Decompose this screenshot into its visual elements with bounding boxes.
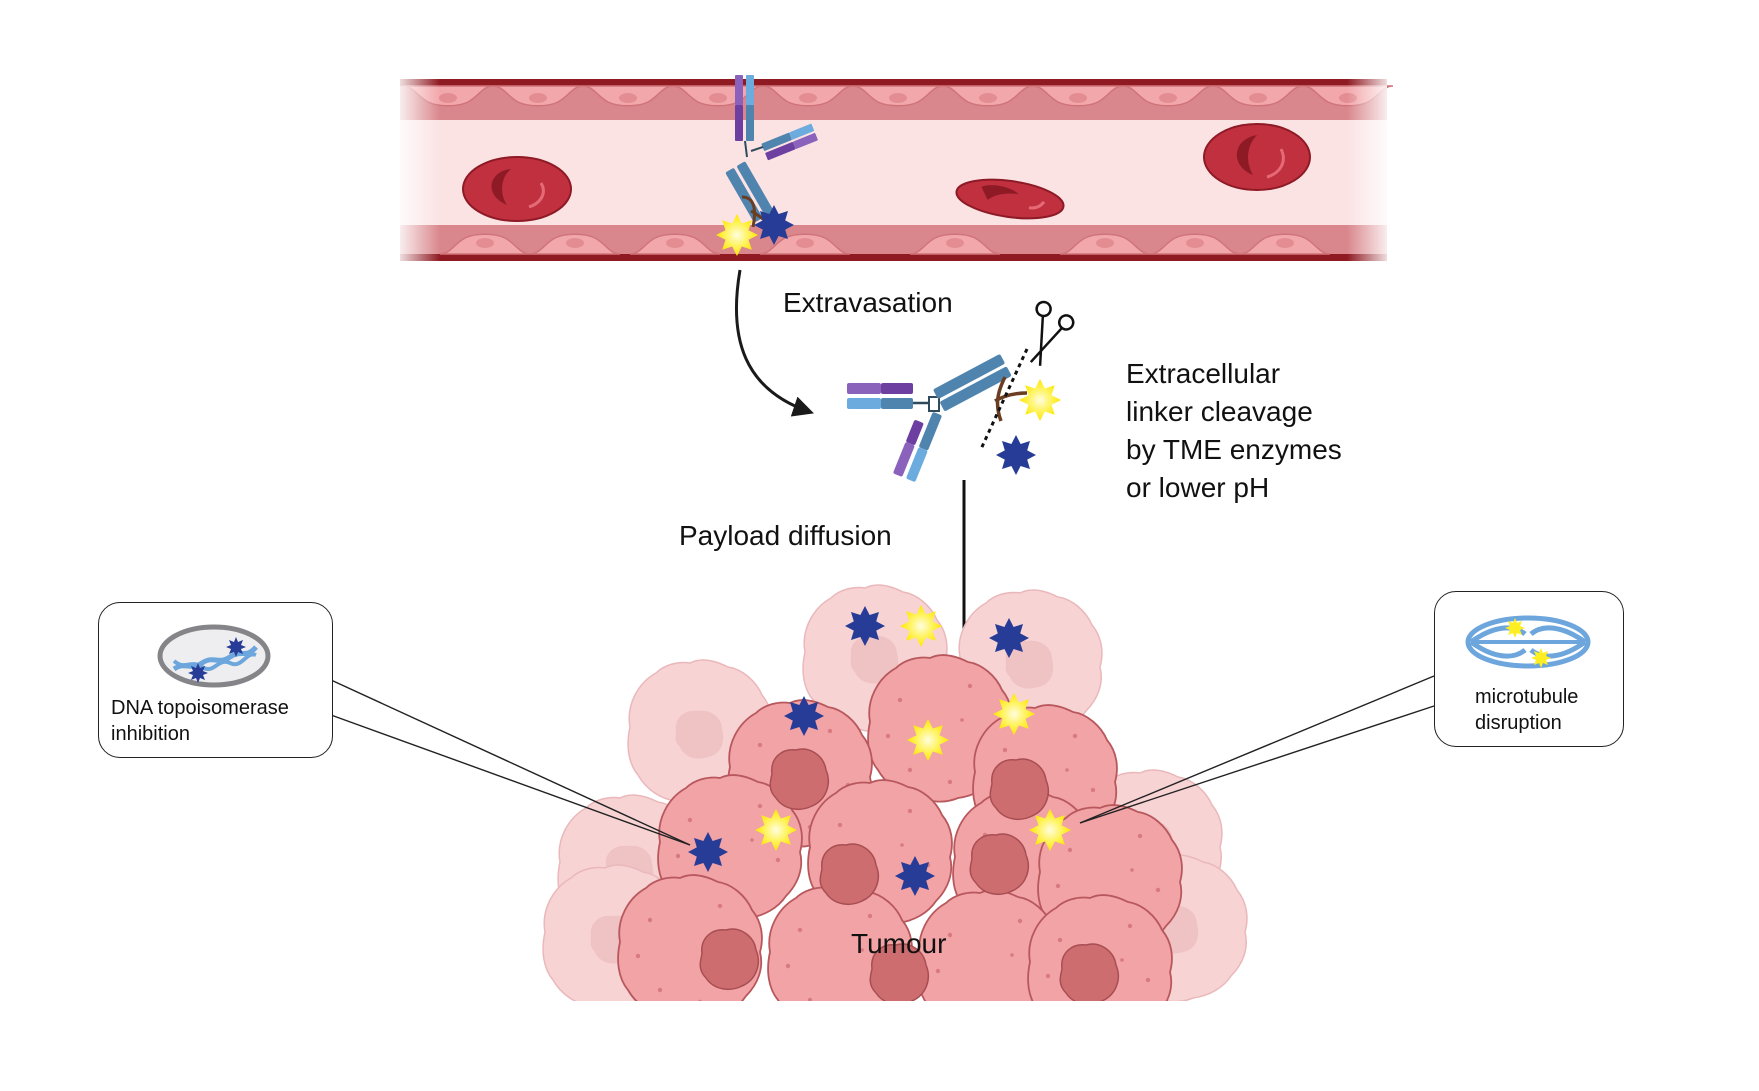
callout-microtubule: microtubule disruption <box>1434 591 1624 747</box>
callout-pointer-left <box>330 679 691 846</box>
blue-star-payload-icon <box>895 856 935 896</box>
tumour-label: Tumour <box>851 928 947 959</box>
dna-nucleus-icon <box>157 624 271 688</box>
callout-left-text: DNA topoisomerase inhibition <box>111 695 289 747</box>
yellow-star-payload-icon <box>755 809 797 851</box>
linker-cleavage-line-2: linker cleavage <box>1126 396 1313 427</box>
antibody-drug-conjugate-icon <box>847 348 1029 482</box>
yellow-star-payload-icon <box>1019 379 1061 421</box>
blue-star-payload-icon <box>688 832 728 872</box>
callout-right-text: microtubule disruption <box>1475 684 1578 736</box>
blue-star-payload-icon <box>754 205 794 245</box>
linker-cleavage-line-3: by TME enzymes <box>1126 434 1342 465</box>
callout-right-line-1: microtubule <box>1475 686 1579 708</box>
tumour-mass <box>540 584 1260 1091</box>
yellow-star-payload-icon <box>716 214 758 256</box>
extravasation-label: Extravasation <box>783 287 953 318</box>
linker-cleavage-line-4: or lower pH <box>1126 472 1270 503</box>
blue-star-payload-icon <box>845 606 885 646</box>
yellow-star-payload-icon <box>993 693 1035 735</box>
yellow-star-payload-icon <box>907 719 949 761</box>
callout-pointer-right <box>1079 675 1435 824</box>
antibody-drug-conjugate-icon <box>725 75 818 228</box>
linker-cleavage-line-1: Extracellular <box>1126 358 1281 389</box>
linker-cleavage-label: Extracellular linker cleavage by TME enz… <box>1126 355 1342 507</box>
payload-diffusion-label: Payload diffusion <box>679 520 892 551</box>
red-blood-cell-icon <box>1203 123 1311 191</box>
yellow-star-payload-icon <box>900 605 942 647</box>
blue-star-payload-icon <box>989 618 1029 658</box>
callout-dna-topoisomerase: DNA topoisomerase inhibition <box>98 602 333 758</box>
red-blood-cell-icon <box>955 178 1065 220</box>
blue-star-payload-icon <box>996 435 1036 475</box>
callout-right-line-2: disruption <box>1475 712 1562 734</box>
blue-star-payload-icon <box>784 696 824 736</box>
scissors-icon <box>1029 300 1075 366</box>
yellow-star-payload-icon <box>1029 809 1071 851</box>
red-blood-cell-icon <box>462 156 572 222</box>
callout-left-line-1: DNA topoisomerase <box>111 697 289 719</box>
endothelial-cells-top <box>402 85 1394 107</box>
microtubule-spindle-icon <box>1465 615 1591 669</box>
extravasation-arrow <box>734 269 814 417</box>
callout-left-line-2: inhibition <box>111 723 190 745</box>
